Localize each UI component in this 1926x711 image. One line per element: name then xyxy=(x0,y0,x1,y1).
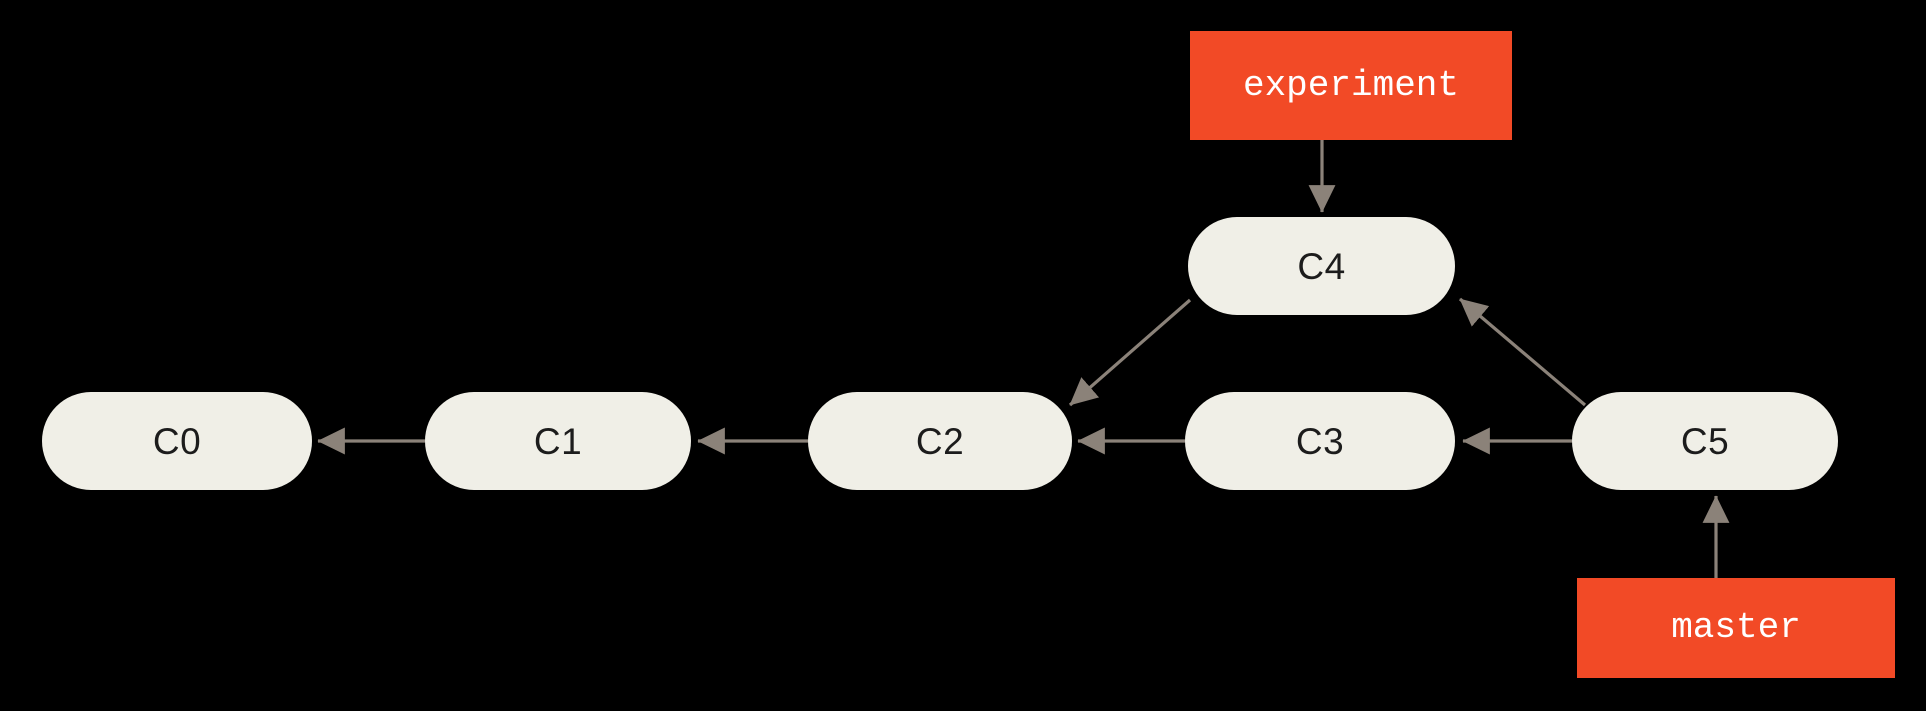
branch-name-experiment: experiment xyxy=(1242,64,1460,106)
commit-node-c2[interactable]: C2 xyxy=(808,392,1072,490)
edge-c5-to-c4 xyxy=(1458,297,1587,407)
commit-node-c4[interactable]: C4 xyxy=(1188,217,1455,315)
commit-label-c5: C5 xyxy=(1680,420,1730,462)
branch-label-master[interactable]: master xyxy=(1577,578,1895,678)
edge-c4-to-c2 xyxy=(1068,298,1192,407)
commit-node-c3[interactable]: C3 xyxy=(1185,392,1455,490)
commit-label-c0: C0 xyxy=(152,420,202,462)
commit-node-c1[interactable]: C1 xyxy=(425,392,691,490)
commit-label-c2: C2 xyxy=(915,420,965,462)
commit-label-c4: C4 xyxy=(1297,245,1346,287)
commit-node-c5[interactable]: C5 xyxy=(1572,392,1838,490)
commit-label-c1: C1 xyxy=(533,420,583,462)
commit-label-c3: C3 xyxy=(1295,420,1345,462)
branch-name-master: master xyxy=(1671,607,1801,648)
branch-label-experiment[interactable]: experiment xyxy=(1190,31,1512,140)
commit-node-c0[interactable]: C0 xyxy=(42,392,312,490)
